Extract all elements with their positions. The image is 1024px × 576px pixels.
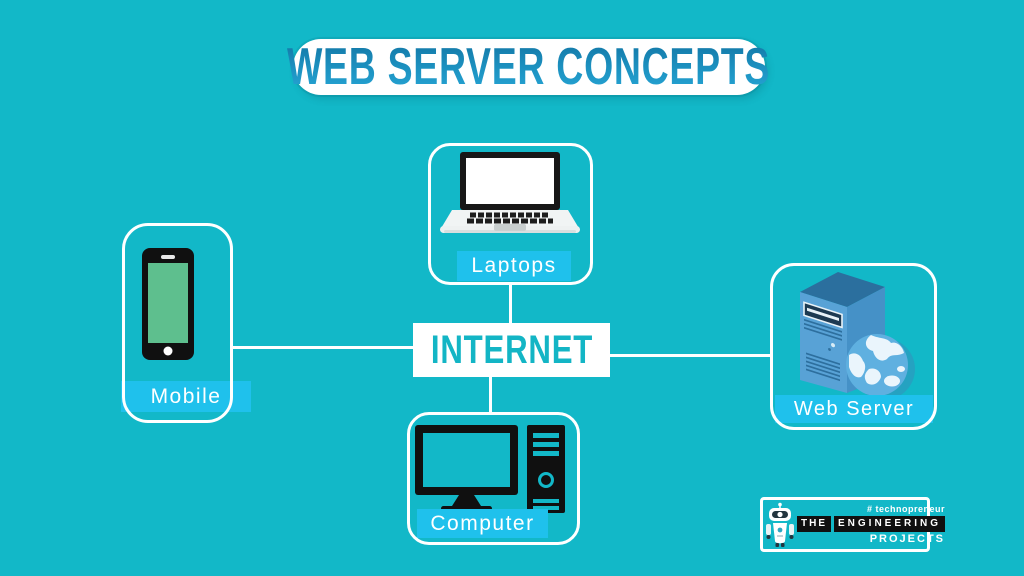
brand-logo: # technopreneur THE ENGINEERING PROJECTS [760,497,946,552]
internet-label: INTERNET [430,327,593,372]
title-banner: WEB SERVER CONCEPTS [287,38,769,96]
connector-server-internet [609,354,771,357]
server-node-label: Web Server [775,395,933,423]
brand-logo-text: # technopreneur THE ENGINEERING PROJECTS [797,500,950,549]
server-label-text: Web Server [793,397,915,420]
mobile-label-text: Mobile [150,384,222,408]
laptop-icon [440,152,580,233]
connector-mobile-internet [232,346,414,349]
computer-node-frame [407,412,580,545]
internet-node: INTERNET [413,323,610,377]
globe [846,334,915,400]
server-node-frame [770,263,937,430]
laptop-node-frame [428,143,593,285]
robot-icon [763,500,797,549]
smartphone-icon [142,248,194,360]
computer-label-text: Computer [430,511,535,535]
mobile-node-frame [122,223,233,423]
page-title: WEB SERVER CONCEPTS [287,38,771,96]
laptop-node-label: Laptops [457,251,571,281]
brand-name-row: THE ENGINEERING [797,516,946,532]
brand-tagline: # technopreneur [867,504,946,514]
brand-engineering: ENGINEERING [834,516,946,532]
connector-computer-internet [489,375,492,414]
connector-laptop-internet [509,284,512,325]
laptop-label-text: Laptops [471,254,557,277]
computer-node-label: Computer [417,509,548,538]
brand-the: THE [797,516,831,532]
server-globe-icon [800,272,915,400]
brand-projects: PROJECTS [869,533,946,545]
